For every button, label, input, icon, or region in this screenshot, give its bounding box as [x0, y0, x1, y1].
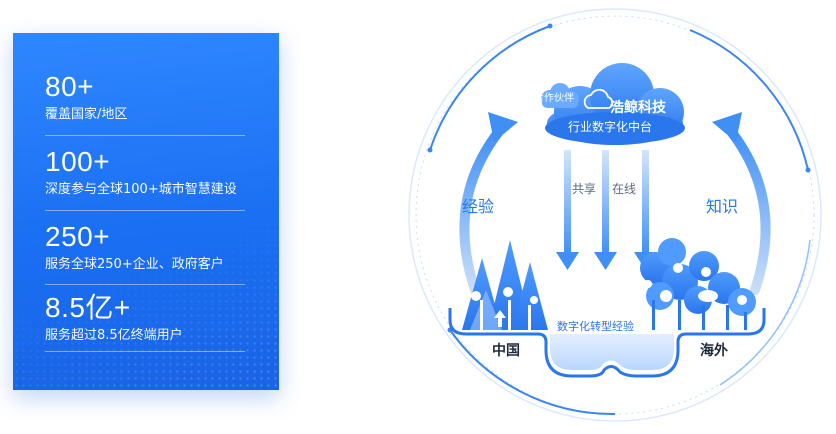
share-label: 共享	[572, 182, 597, 196]
lake-label: 数字化转型经验	[557, 320, 634, 333]
stat-number: 80+	[45, 71, 94, 102]
kpn-logo	[660, 290, 672, 302]
cloud-logo-icon	[583, 88, 614, 109]
ring-dot	[805, 167, 811, 173]
stat-divider	[45, 135, 245, 136]
partner-cloud	[541, 83, 579, 108]
stat-description: 服务全球250+企业、政府客户	[45, 257, 224, 272]
diagram-graphics	[408, 8, 822, 422]
cloud-subtitle: 行业数字化中台	[568, 120, 653, 134]
partner-logo	[737, 295, 747, 305]
stat-users: 8.5亿+ 服务超过8.5亿终端用户	[45, 292, 255, 345]
stat-description: 深度参与全球100+城市智慧建设	[45, 182, 237, 197]
stat-divider	[45, 351, 245, 352]
partner-label: 合作伙伴	[534, 93, 574, 104]
ground-platform	[448, 308, 766, 378]
stat-divider	[45, 284, 245, 285]
knowledge-arrow	[725, 125, 771, 295]
up-arrow-icon	[494, 310, 506, 318]
ring-arc-accent	[429, 25, 551, 151]
ring-dot	[427, 147, 433, 153]
cloud-title: 浩鲸科技	[610, 100, 666, 116]
online-label: 在线	[612, 182, 637, 196]
stat-description: 服务超过8.5亿终端用户	[45, 328, 183, 343]
dot-pattern	[13, 200, 279, 390]
partner-logo	[701, 267, 711, 277]
china-forest	[462, 240, 548, 330]
experience-arrowhead	[488, 112, 518, 142]
lake	[550, 334, 674, 370]
knowledge-arrowhead	[712, 112, 742, 142]
cloud-platform	[545, 63, 685, 145]
china-telecom-logo	[530, 296, 538, 304]
feedback-arrow	[634, 150, 657, 270]
stats-card: 80+ 覆盖国家/地区 100+ 深度参与全球100+城市智慧建设 250+ 服…	[13, 33, 279, 390]
ring-dot	[547, 23, 553, 29]
experience-label: 经验	[462, 197, 495, 216]
experience-arrow	[459, 125, 505, 295]
stat-number: 250+	[45, 221, 111, 252]
china-mobile-logo	[503, 287, 513, 297]
partner-logo	[644, 280, 652, 288]
outer-ring	[408, 8, 822, 422]
overseas-label: 海外	[700, 343, 728, 359]
stat-divider	[45, 210, 245, 211]
overseas-forest	[640, 238, 756, 330]
stat-number: 8.5亿+	[45, 292, 131, 323]
zain-logo	[698, 290, 718, 302]
china-label: 中国	[492, 343, 520, 359]
stat-cities: 100+ 深度参与全球100+城市智慧建设	[45, 146, 255, 199]
stat-countries: 80+ 覆盖国家/地区	[45, 71, 255, 124]
share-arrow	[556, 150, 579, 270]
stat-number: 100+	[45, 146, 111, 177]
knowledge-label: 知识	[706, 197, 739, 216]
ecosystem-diagram: 合作伙伴 浩鲸科技 行业数字化中台 经验 知识 共享 在线 中国 海外 数字化转…	[390, 0, 836, 434]
online-arrow	[594, 150, 617, 270]
stat-customers: 250+ 服务全球250+企业、政府客户	[45, 221, 255, 274]
china-unicom-logo	[471, 291, 481, 301]
stat-description: 覆盖国家/地区	[45, 107, 128, 122]
ring-arc-accent	[449, 329, 616, 416]
ncell-logo	[673, 263, 683, 273]
ring-arc-accent	[719, 239, 811, 386]
ring-arc-accent	[689, 29, 809, 171]
